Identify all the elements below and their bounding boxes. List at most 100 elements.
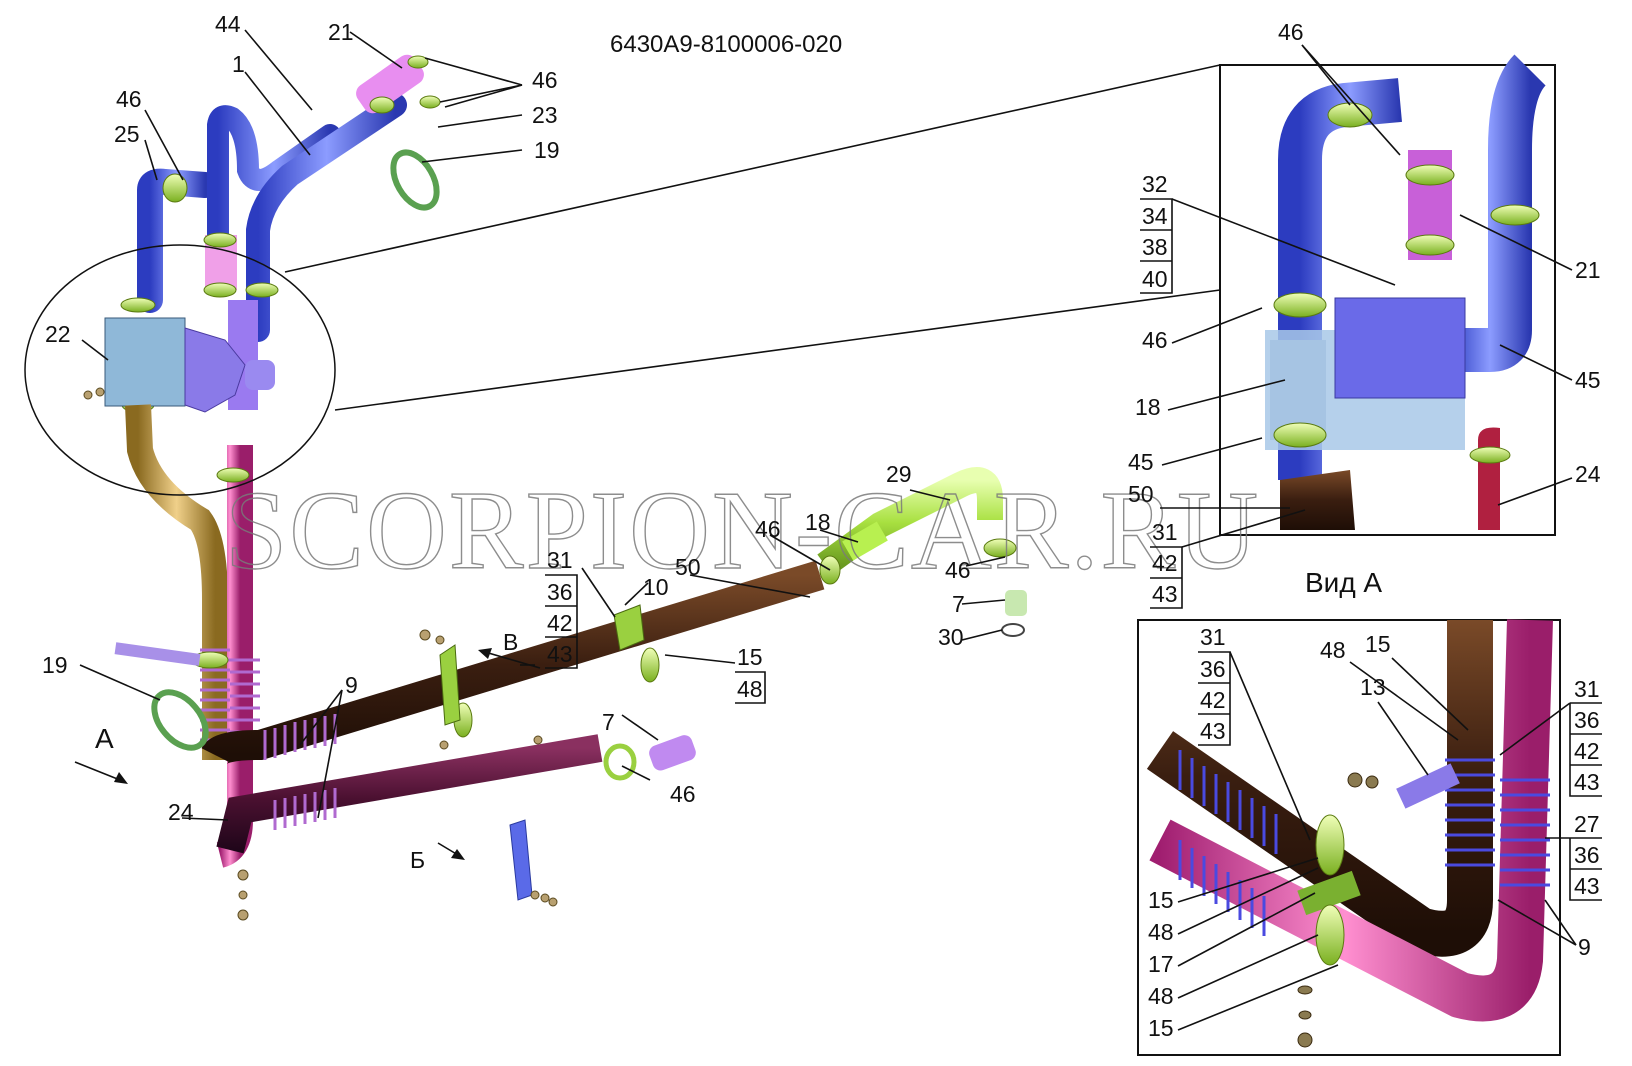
pipe-21	[356, 54, 424, 114]
label-18: 18	[1135, 394, 1161, 420]
detail-frame	[1219, 64, 1556, 536]
label-46-c: 46	[755, 516, 781, 542]
strap-19-bottom	[151, 689, 209, 751]
fitting-18	[842, 521, 888, 561]
clamp	[203, 282, 237, 298]
label-V: В	[503, 629, 518, 655]
stack-item: 42	[1574, 738, 1600, 764]
stack-item: 42	[547, 610, 573, 636]
pipe-1	[207, 105, 341, 261]
label-30: 30	[938, 624, 964, 650]
label-24: 24	[168, 799, 194, 825]
label-46: 46	[1278, 19, 1304, 45]
label-19-b: 19	[42, 652, 68, 678]
bracket-10	[613, 604, 645, 651]
fitting-7	[649, 735, 696, 771]
label-9: 9	[345, 672, 358, 698]
stack-item: 27	[1574, 811, 1600, 837]
pipe-gold	[125, 404, 228, 760]
label-22: 22	[45, 321, 71, 347]
bracket-22	[104, 317, 186, 407]
detail-brown-pipe	[1280, 470, 1355, 530]
label-15: 15	[1365, 631, 1391, 657]
detail-pipe-gold	[1146, 620, 1493, 957]
detail-red-pipe	[1478, 427, 1500, 530]
label-19-a: 19	[534, 137, 560, 163]
detail-pipe-blue-c	[1450, 54, 1547, 372]
stack-item: 36	[1574, 842, 1600, 868]
stack-item: 43	[547, 641, 573, 667]
detail-top-box	[1219, 54, 1556, 536]
bracket-B	[509, 819, 533, 901]
label-10: 10	[643, 574, 669, 600]
valve-body	[184, 327, 246, 413]
clamp	[419, 95, 441, 109]
detail-valve	[1334, 297, 1466, 399]
stack-item: 42	[1200, 687, 1226, 713]
document-code: 6430A9-8100006-020	[610, 31, 842, 58]
label-24: 24	[1575, 461, 1601, 487]
pipe-50	[201, 560, 825, 765]
stack-item: 36	[1200, 656, 1226, 682]
label-46-e: 46	[670, 781, 696, 807]
detail-bracket-13	[1396, 763, 1460, 809]
stack-item: 40	[1142, 266, 1168, 292]
detail-clamps	[1273, 102, 1540, 464]
clamp	[203, 232, 237, 248]
hardware	[83, 387, 558, 921]
stack-item: 31	[547, 547, 573, 573]
label-46-b: 46	[116, 86, 142, 112]
stack-item: 31	[1574, 676, 1600, 702]
detail-hardware	[1297, 772, 1379, 1048]
main-assembly	[24, 54, 1221, 921]
stack-item: 36	[1574, 707, 1600, 733]
clamp	[162, 173, 188, 203]
label-44: 44	[215, 11, 241, 37]
clamp	[216, 467, 250, 483]
spring-coils-horizontal	[263, 714, 337, 830]
clamp	[245, 282, 279, 298]
clamp	[640, 647, 660, 683]
label-stack-15: 15 48	[735, 644, 766, 704]
label-46-d: 46	[945, 557, 971, 583]
stack-item: 36	[547, 579, 573, 605]
label-50: 50	[675, 554, 701, 580]
stack-item: 43	[1200, 718, 1226, 744]
label-17: 17	[1148, 951, 1174, 977]
stack-item: 38	[1142, 234, 1168, 260]
detail-bottom-labels: 31 36 42 43 48 15 13 31 36 42 43 27 36 4…	[1148, 624, 1602, 1041]
label-45-a: 45	[1575, 367, 1601, 393]
label-21: 21	[328, 19, 354, 45]
label-25: 25	[114, 121, 140, 147]
detail-top-labels: 46 32 34 38 40 21 46 45 18 45 50 31 42 4…	[1128, 19, 1601, 609]
label-45-b: 45	[1128, 449, 1154, 475]
label-15-b: 15	[1148, 887, 1174, 913]
pipe-23	[246, 93, 407, 342]
detail-clamps	[1315, 814, 1345, 966]
label-7-b: 7	[602, 709, 615, 735]
clamp	[120, 297, 156, 313]
stack-item: 43	[1152, 581, 1178, 607]
main-labels: 44 21 1 46 23 19 46 25 22 19 А 9 24 Б В …	[42, 11, 971, 873]
detail-ellipse	[24, 244, 336, 496]
label-46-b: 46	[1142, 327, 1168, 353]
bracket-19	[114, 642, 201, 666]
stack-item: 31	[1152, 519, 1178, 545]
label-48: 48	[1320, 637, 1346, 663]
label-9: 9	[1578, 934, 1591, 960]
stack-item: 15	[737, 644, 763, 670]
stack-item: 48	[737, 676, 763, 702]
view-arrows	[74, 648, 541, 860]
label-13: 13	[1360, 674, 1386, 700]
label-50: 50	[1128, 481, 1154, 507]
stack-item: 42	[1152, 550, 1178, 576]
valve-outlet	[245, 360, 275, 390]
leader-lines	[79, 29, 1006, 821]
pipe-29	[817, 467, 1003, 576]
label-7-a: 7	[952, 591, 965, 617]
label-B: Б	[410, 847, 425, 873]
detail-connector	[284, 64, 1221, 273]
stack-item: 43	[1574, 873, 1600, 899]
detail-pipe-pink	[1149, 619, 1553, 1022]
label-1: 1	[232, 51, 245, 77]
